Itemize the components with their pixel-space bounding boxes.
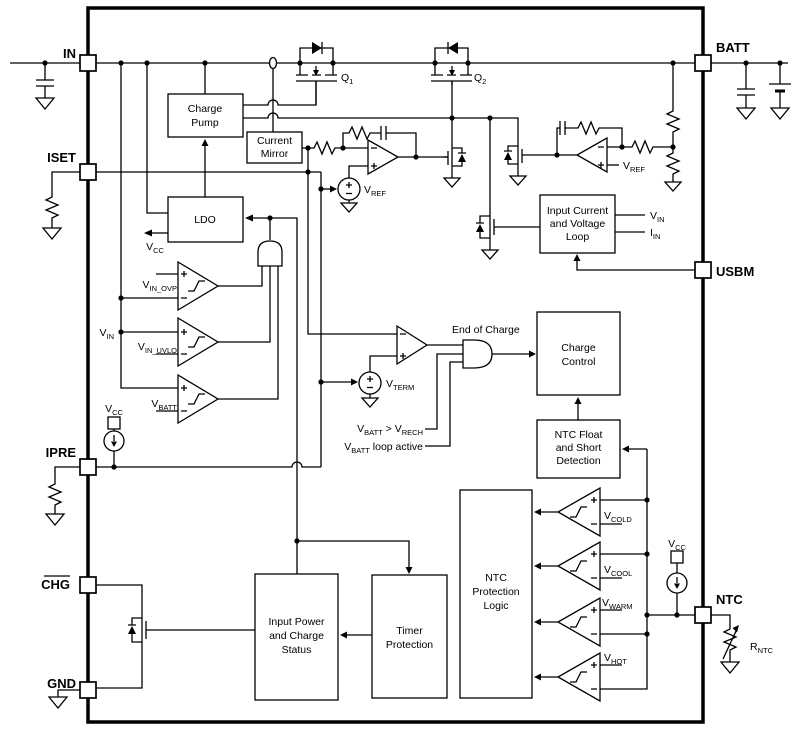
svg-text:and Short: and Short <box>556 442 602 454</box>
vcc-ipre-label: VCC <box>105 403 123 417</box>
iin-out-label: IIN <box>650 227 660 241</box>
pin-ntc <box>694 606 712 624</box>
voltage-loop-opamp-icon <box>575 136 608 174</box>
vin-uvlo-comparator-icon <box>177 316 220 368</box>
vwarm-label: VWARM <box>602 597 632 611</box>
power-good-and-gate-icon <box>257 240 283 267</box>
vterm-voltage-source-icon <box>358 371 382 395</box>
vhot-label: VHOT <box>604 652 627 666</box>
pin-ipre-label: IPRE <box>46 445 77 460</box>
pin-chg-label: CHG <box>41 575 70 592</box>
pin-ipre <box>79 458 97 476</box>
vbatt-threshold-label: VBATT <box>151 398 177 412</box>
q1-label: Q1 <box>341 72 353 86</box>
wires <box>10 62 791 697</box>
svg-text:and Voltage: and Voltage <box>550 218 606 230</box>
ipre-current-source-icon <box>103 416 125 452</box>
pin-usbm-label: USBM <box>716 264 754 279</box>
svg-text:Protection: Protection <box>386 639 433 651</box>
pin-in-label: IN <box>63 46 76 61</box>
vcold-comparator-icon <box>556 486 601 538</box>
end-of-charge-label: End of Charge <box>452 324 520 336</box>
vin-vbatt-comparator-icon <box>177 373 220 425</box>
vcc-ldo-label: VCC <box>146 241 164 255</box>
pin-iset <box>79 163 97 181</box>
current-loop-opamp-icon <box>367 138 400 176</box>
chg-status-mosfet-icon <box>128 614 255 646</box>
pin-gnd <box>79 681 97 699</box>
block-ldo: LDO <box>167 196 244 243</box>
current-loop-pulldown-mosfet-icon <box>443 146 466 178</box>
svg-text:Mirror: Mirror <box>261 148 289 160</box>
pin-batt-label: BATT <box>716 40 750 55</box>
input-loop-pulldown-mosfet-icon <box>476 214 495 250</box>
vhot-comparator-icon <box>556 651 601 703</box>
block-timer-protection: Timer Protection <box>371 574 448 699</box>
pin-gnd-label: GND <box>47 676 76 691</box>
q2-label: Q2 <box>474 72 486 86</box>
q1-mosfet-icon <box>296 42 337 105</box>
block-input-current-voltage-loop: Input Current and Voltage Loop <box>539 194 616 254</box>
rntc-label: RNTC <box>750 641 774 655</box>
arrowheads <box>144 139 739 681</box>
junction-dots <box>42 60 783 637</box>
block-ntc-float-short-detection: NTC Float and Short Detection <box>536 419 621 479</box>
vin-ovp-comparator-icon <box>177 260 220 312</box>
svg-text:Loop: Loop <box>566 231 590 243</box>
block-input-power-charge-status: Input Power and Charge Status <box>254 573 339 701</box>
svg-text:Detection: Detection <box>556 455 601 467</box>
block-charge-pump: Charge Pump <box>167 93 244 138</box>
block-charge-control: Charge Control <box>536 311 621 396</box>
vbatt-gt-vrech-label: VBATT > VRECH <box>357 423 423 437</box>
vref-current-loop-label: VREF <box>364 184 386 198</box>
q2-mosfet-icon <box>431 42 472 85</box>
vref-voltage-source-icon <box>337 177 361 201</box>
vwarm-comparator-icon <box>556 596 601 648</box>
end-of-charge-and-gate-icon <box>462 339 493 369</box>
block-current-mirror: Current Mirror <box>246 131 303 164</box>
vin-out-label: VIN <box>650 210 665 224</box>
pin-usbm <box>694 261 712 279</box>
ntc-protection-logic-label: NTC <box>485 572 507 584</box>
ic-boundary <box>86 6 705 724</box>
pin-chg <box>79 576 97 594</box>
svg-text:Status: Status <box>282 644 312 656</box>
charge-pump-label: Charge <box>188 103 223 115</box>
current-mirror-label: Current <box>257 135 292 147</box>
pins <box>79 54 712 699</box>
pin-ntc-label: NTC <box>716 592 743 607</box>
svg-text:Pump: Pump <box>191 117 219 129</box>
svg-text:and Charge: and Charge <box>269 630 324 642</box>
timer-protection-label: Timer <box>396 625 423 637</box>
svg-text:Protection: Protection <box>472 586 519 598</box>
vbatt-loop-active-label: VBATT loop active <box>344 441 423 455</box>
vcc-ntc-label: VCC <box>668 538 686 552</box>
vcool-label: VCOOL <box>604 564 632 578</box>
voltage-loop-pulldown-mosfet-icon <box>504 144 523 176</box>
ntc-float-short-label: NTC Float <box>555 429 603 441</box>
vterm-label: VTERM <box>386 378 414 392</box>
svg-text:Logic: Logic <box>483 600 508 612</box>
current-sense-element-icon <box>268 56 278 70</box>
svg-text:CHG: CHG <box>41 577 70 592</box>
block-ntc-protection-logic: NTC Protection Logic <box>459 489 533 699</box>
input-current-voltage-loop-label: Input Current <box>547 205 608 217</box>
vcold-label: VCOLD <box>604 510 632 524</box>
input-power-charge-status-label: Input Power <box>268 616 325 628</box>
vcool-comparator-icon <box>556 540 601 592</box>
vin-ovp-label: VIN_OVP <box>142 279 177 293</box>
pin-iset-label: ISET <box>47 150 76 165</box>
charge-control-label: Charge <box>561 342 596 354</box>
vin-bus-label: VIN <box>99 327 114 341</box>
pin-in <box>79 54 97 72</box>
svg-text:Control: Control <box>562 356 596 368</box>
ground-icons <box>34 97 791 710</box>
ntc-current-source-icon <box>666 550 688 594</box>
pin-batt <box>694 54 712 72</box>
termination-comparator-icon <box>396 324 429 366</box>
vref-voltage-loop-label: VREF <box>623 160 645 174</box>
ldo-label: LDO <box>194 214 216 226</box>
vin-uvlo-label: VIN_UVLO <box>138 341 177 355</box>
